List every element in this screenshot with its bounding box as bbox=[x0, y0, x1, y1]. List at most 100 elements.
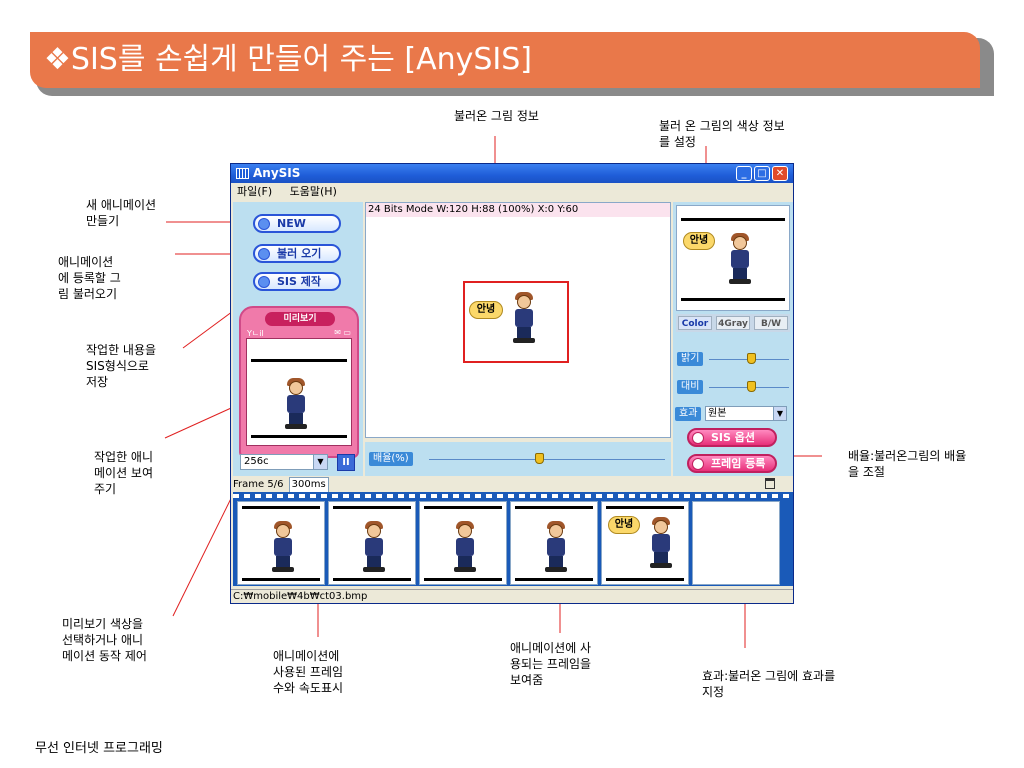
contrast-label: 대비 bbox=[677, 380, 704, 394]
frame-3[interactable] bbox=[419, 501, 507, 585]
note-preview-control: 미리보기 색상을 선택하거나 애니 메이션 동작 제어 bbox=[62, 617, 147, 663]
preview-label: 미리보기 bbox=[265, 312, 335, 326]
frame-register-icon bbox=[692, 458, 704, 470]
chevron-down-icon: ▼ bbox=[313, 455, 327, 469]
image-info-strip: 24 Bits Mode W:120 H:88 (100%) X:0 Y:60 bbox=[366, 203, 670, 217]
frame-1[interactable] bbox=[237, 501, 325, 585]
load-icon bbox=[258, 248, 270, 260]
sis-option-label: SIS 옵션 bbox=[711, 431, 756, 444]
new-icon bbox=[258, 218, 270, 230]
phone-status: Yㄴil ✉ ▭ bbox=[247, 328, 351, 338]
app-icon bbox=[236, 168, 249, 179]
color-mode-bar: Color 4Gray B/W bbox=[676, 314, 790, 332]
frame-line bbox=[424, 578, 502, 581]
frame-register-button[interactable]: 프레임 등록 bbox=[687, 454, 777, 473]
sis-option-button[interactable]: SIS 옵션 bbox=[687, 428, 777, 447]
bubble-text: 안녕 bbox=[469, 301, 503, 319]
preview-phone: 미리보기 Yㄴil ✉ ▭ bbox=[239, 306, 359, 458]
frame-line bbox=[242, 578, 320, 581]
status-bar: C:₩mobile₩4b₩ct03.bmp bbox=[231, 589, 793, 603]
brightness-label: 밝기 bbox=[677, 352, 704, 366]
menu-bar: 파일(F) 도움말(H) bbox=[231, 183, 793, 200]
frame-info: Frame 5/6 300ms bbox=[233, 477, 793, 493]
effect-label: 효과 bbox=[675, 407, 702, 421]
window-titlebar[interactable]: AnySIS _ □ ✕ bbox=[231, 164, 793, 183]
slide-footer: 무선 인터넷 프로그래밍 bbox=[35, 741, 163, 756]
frame-6-empty[interactable] bbox=[692, 501, 780, 585]
frame-line bbox=[515, 578, 593, 581]
image-canvas[interactable]: 24 Bits Mode W:120 H:88 (100%) X:0 Y:60 … bbox=[365, 202, 671, 438]
signal-icon: Yㄴil bbox=[247, 329, 264, 338]
window-title: AnySIS bbox=[253, 166, 301, 180]
note-color-info: 불러 온 그림의 색상 정보 를 설정 bbox=[659, 119, 785, 149]
new-button-label: NEW bbox=[277, 217, 306, 230]
menu-file[interactable]: 파일(F) bbox=[237, 185, 273, 198]
frame-count: Frame 5/6 bbox=[233, 479, 284, 490]
film-holes bbox=[233, 494, 793, 498]
canvas-character bbox=[509, 292, 539, 345]
adjust-box: 밝기 대비 bbox=[675, 342, 793, 402]
frame-character bbox=[268, 521, 298, 574]
maximize-button[interactable]: □ bbox=[754, 166, 770, 181]
frame-line bbox=[606, 506, 684, 509]
color-select-value: 256c bbox=[244, 456, 269, 467]
zoom-label: 배율(%) bbox=[369, 452, 413, 466]
mode-bw[interactable]: B/W bbox=[754, 316, 788, 330]
mode-4gray[interactable]: 4Gray bbox=[716, 316, 750, 330]
note-load-image: 애니메이션 에 등록할 그 림 불러오기 bbox=[58, 255, 121, 301]
frame-character bbox=[359, 521, 389, 574]
chevron-down-icon: ▼ bbox=[773, 407, 786, 420]
note-frames-shown: 애니메이션에 사 용되는 프레임을 보여줌 bbox=[510, 641, 592, 687]
frame-character bbox=[646, 517, 676, 570]
sis-make-button[interactable]: SIS 제작 bbox=[253, 272, 341, 291]
note-scale: 배율:불러온그림의 배율 을 조절 bbox=[848, 449, 967, 479]
frame-speed[interactable]: 300ms bbox=[288, 477, 329, 493]
color-thumbnail: 안녕 bbox=[676, 205, 790, 311]
frame-line bbox=[515, 506, 593, 509]
note-loaded-image-info: 불러온 그림 정보 bbox=[454, 109, 539, 123]
thumb-top-line bbox=[681, 218, 785, 221]
zoom-knob[interactable] bbox=[535, 453, 544, 464]
filmstrip: 안녕 bbox=[233, 492, 793, 586]
left-pane: NEW 불러 오기 SIS 제작 미리보기 Yㄴil ✉ ▭ bbox=[233, 202, 363, 476]
sis-option-icon bbox=[692, 432, 704, 444]
thumb-character bbox=[725, 233, 755, 286]
preview-color-select[interactable]: 256c ▼ bbox=[240, 454, 328, 470]
effect-value: 원본 bbox=[708, 408, 727, 419]
preview-bottom-line bbox=[251, 435, 347, 438]
frame-character bbox=[541, 521, 571, 574]
zoom-track[interactable] bbox=[429, 459, 665, 460]
note-frame-count: 애니메이션에 사용된 프레임 수와 속도표시 bbox=[273, 649, 344, 695]
anysis-window: AnySIS _ □ ✕ 파일(F) 도움말(H) NEW 불러 오기 SIS … bbox=[230, 163, 794, 604]
brightness-knob[interactable] bbox=[747, 353, 756, 364]
contrast-knob[interactable] bbox=[747, 381, 756, 392]
note-preview: 작업한 애니 메이션 보여 주기 bbox=[94, 450, 154, 496]
mode-color[interactable]: Color bbox=[678, 316, 712, 330]
zoom-bar: 배율(%) bbox=[365, 442, 671, 476]
load-button[interactable]: 불러 오기 bbox=[253, 244, 341, 263]
note-save-sis: 작업한 내용을 SIS형식으로 저장 bbox=[86, 343, 157, 389]
frame-line bbox=[606, 578, 684, 581]
load-button-label: 불러 오기 bbox=[277, 247, 322, 260]
loaded-image-box[interactable]: 안녕 bbox=[463, 281, 569, 363]
thumb-bubble: 안녕 bbox=[683, 232, 715, 250]
frame-4[interactable] bbox=[510, 501, 598, 585]
frame-line bbox=[333, 506, 411, 509]
note-effect: 효과:불러온 그림에 효과를 지정 bbox=[702, 669, 836, 699]
frame-2[interactable] bbox=[328, 501, 416, 585]
frame-line bbox=[333, 578, 411, 581]
minimize-button[interactable]: _ bbox=[736, 166, 752, 181]
note-new-animation: 새 애니메이션 만들기 bbox=[86, 198, 157, 228]
preview-screen bbox=[246, 338, 352, 446]
menu-help[interactable]: 도움말(H) bbox=[289, 185, 337, 198]
frame-5[interactable]: 안녕 bbox=[601, 501, 689, 585]
line-preview bbox=[164, 403, 241, 439]
pause-button[interactable]: II bbox=[337, 454, 355, 471]
trash-icon[interactable] bbox=[765, 478, 775, 489]
new-button[interactable]: NEW bbox=[253, 214, 341, 233]
frame-character bbox=[450, 521, 480, 574]
sis-make-label: SIS 제작 bbox=[277, 275, 322, 288]
effect-select[interactable]: 원본 ▼ bbox=[705, 406, 787, 421]
close-button[interactable]: ✕ bbox=[772, 166, 788, 181]
frame-register-label: 프레임 등록 bbox=[711, 457, 766, 470]
